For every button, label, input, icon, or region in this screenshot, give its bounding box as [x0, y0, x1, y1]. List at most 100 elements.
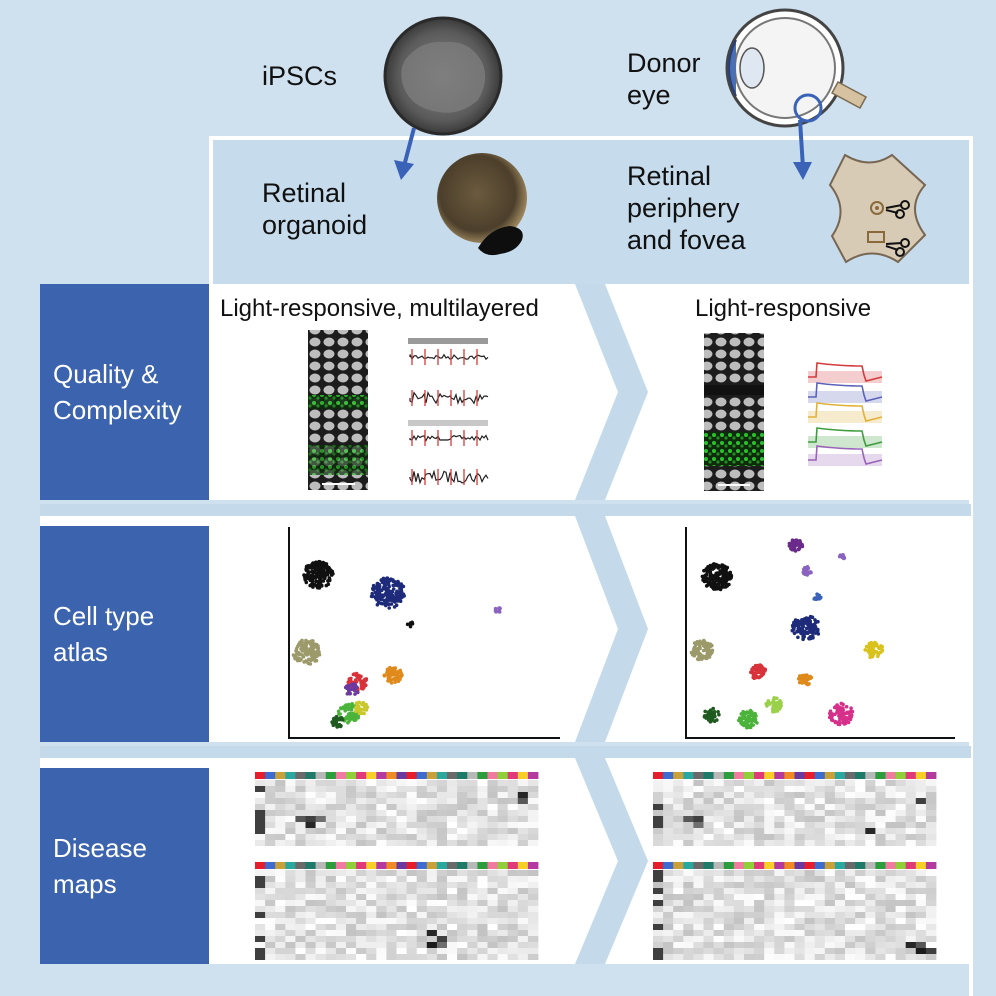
- heatmap-cell: [744, 834, 755, 840]
- heatmap-colorbar-cell: [376, 772, 387, 779]
- heatmap-cell: [673, 840, 684, 846]
- response-trace: [409, 353, 489, 361]
- heatmap-cell: [824, 888, 836, 894]
- heatmap-cell: [255, 882, 266, 888]
- heatmap-cell: [925, 882, 937, 888]
- heatmap-cell: [865, 834, 876, 840]
- heatmap-cell: [457, 942, 468, 948]
- heatmap-cell: [804, 936, 816, 942]
- heatmap-cell: [723, 906, 735, 912]
- heatmap-cell: [774, 942, 785, 948]
- heatmap-cell: [477, 882, 488, 888]
- heatmap-cell: [905, 804, 917, 810]
- heatmap-cell: [386, 804, 397, 810]
- heatmap-cell: [673, 828, 684, 834]
- heatmap-cell: [416, 912, 428, 918]
- heatmap-cell: [325, 834, 337, 840]
- heatmap-cell: [804, 804, 816, 810]
- heatmap-cell: [744, 828, 755, 834]
- heatmap-cell: [386, 792, 397, 798]
- retina-flatmount-icon: [828, 153, 927, 264]
- heatmap-cell: [527, 954, 539, 960]
- heatmap-cell: [653, 816, 664, 822]
- heatmap-cell: [703, 804, 714, 810]
- heatmap-cell: [703, 882, 714, 888]
- heatmap-cell: [325, 924, 337, 930]
- heatmap-cell: [713, 822, 725, 828]
- heatmap-cell: [527, 948, 539, 954]
- heatmap-cell: [517, 948, 529, 954]
- heatmap-cell: [467, 900, 478, 906]
- heatmap-cell: [487, 912, 498, 918]
- heatmap-cell: [376, 816, 387, 822]
- heatmap-cell: [855, 906, 866, 912]
- heatmap-cell: [895, 930, 907, 936]
- heatmap-cell: [804, 954, 816, 960]
- heatmap-cell: [723, 888, 735, 894]
- eye-icon: [725, 8, 868, 128]
- heatmap-cell: [426, 786, 438, 792]
- heatmap-cell: [396, 888, 407, 894]
- heatmap-cell: [527, 804, 539, 810]
- chevron-divider: [575, 758, 648, 964]
- heatmap-cell: [865, 900, 876, 906]
- heatmap-cell: [703, 816, 714, 822]
- organoid-label: Retinal organoid: [262, 177, 367, 241]
- heatmap-cell: [467, 780, 478, 786]
- heatmap-cell: [845, 828, 856, 834]
- heatmap-cell: [663, 798, 674, 804]
- heatmap-cell: [814, 930, 826, 936]
- heatmap-cell: [764, 948, 775, 954]
- heatmap-cell: [346, 906, 357, 912]
- heatmap-cell: [497, 948, 509, 954]
- heatmap-colorbar-cell: [517, 772, 529, 779]
- heatmap-cell: [683, 804, 694, 810]
- heatmap-cell: [447, 912, 458, 918]
- heatmap-cell: [834, 780, 846, 786]
- umap-cluster: [343, 682, 360, 696]
- heatmap-cell: [416, 882, 428, 888]
- heatmap-cell: [845, 948, 856, 954]
- heatmap-cell: [295, 876, 306, 882]
- heatmap-cell: [386, 840, 397, 846]
- heatmap-colorbar-cell: [653, 772, 664, 779]
- heatmap-colorbar-cell: [774, 772, 785, 779]
- heatmap-cell: [784, 888, 795, 894]
- heatmap-cell: [784, 912, 795, 918]
- heatmap-cell: [335, 816, 347, 822]
- tissue-quality-caption: Light-responsive: [695, 295, 872, 322]
- heatmap-cell: [507, 840, 519, 846]
- heatmap-colorbar-cell: [527, 862, 539, 869]
- heatmap-cell: [406, 888, 418, 894]
- heatmap-cell: [315, 780, 327, 786]
- heatmap-cell: [386, 894, 397, 900]
- heatmap-cell: [925, 816, 937, 822]
- umap-cluster: [801, 565, 813, 577]
- heatmap-cell: [447, 924, 458, 930]
- row-label-line: Cell type: [53, 601, 155, 631]
- heatmap-cell: [663, 876, 674, 882]
- heatmap-cell: [784, 828, 795, 834]
- heatmap-cell: [764, 882, 775, 888]
- heatmap-cell: [325, 780, 337, 786]
- heatmap-cell: [653, 828, 664, 834]
- heatmap-cell: [517, 900, 529, 906]
- heatmap-cell: [855, 912, 866, 918]
- heatmap-cell: [447, 828, 458, 834]
- heatmap-cell: [713, 876, 725, 882]
- heatmap-cell: [754, 906, 765, 912]
- heatmap-cell: [875, 810, 886, 816]
- heatmap-cell: [895, 822, 907, 828]
- heatmap-cell: [285, 954, 296, 960]
- heatmap-cell: [673, 924, 684, 930]
- heatmap-cell: [905, 780, 917, 786]
- organoid-disease-heatmap: [255, 772, 539, 960]
- heatmap-cell: [527, 810, 539, 816]
- heatmap-cell: [804, 834, 816, 840]
- tissue-label-line: periphery: [627, 193, 740, 223]
- heatmap-cell: [396, 930, 407, 936]
- heatmap-cell: [477, 918, 488, 924]
- ipsc-label: iPSCs: [262, 61, 338, 91]
- heatmap-cell: [275, 906, 286, 912]
- heatmap-cell: [265, 900, 276, 906]
